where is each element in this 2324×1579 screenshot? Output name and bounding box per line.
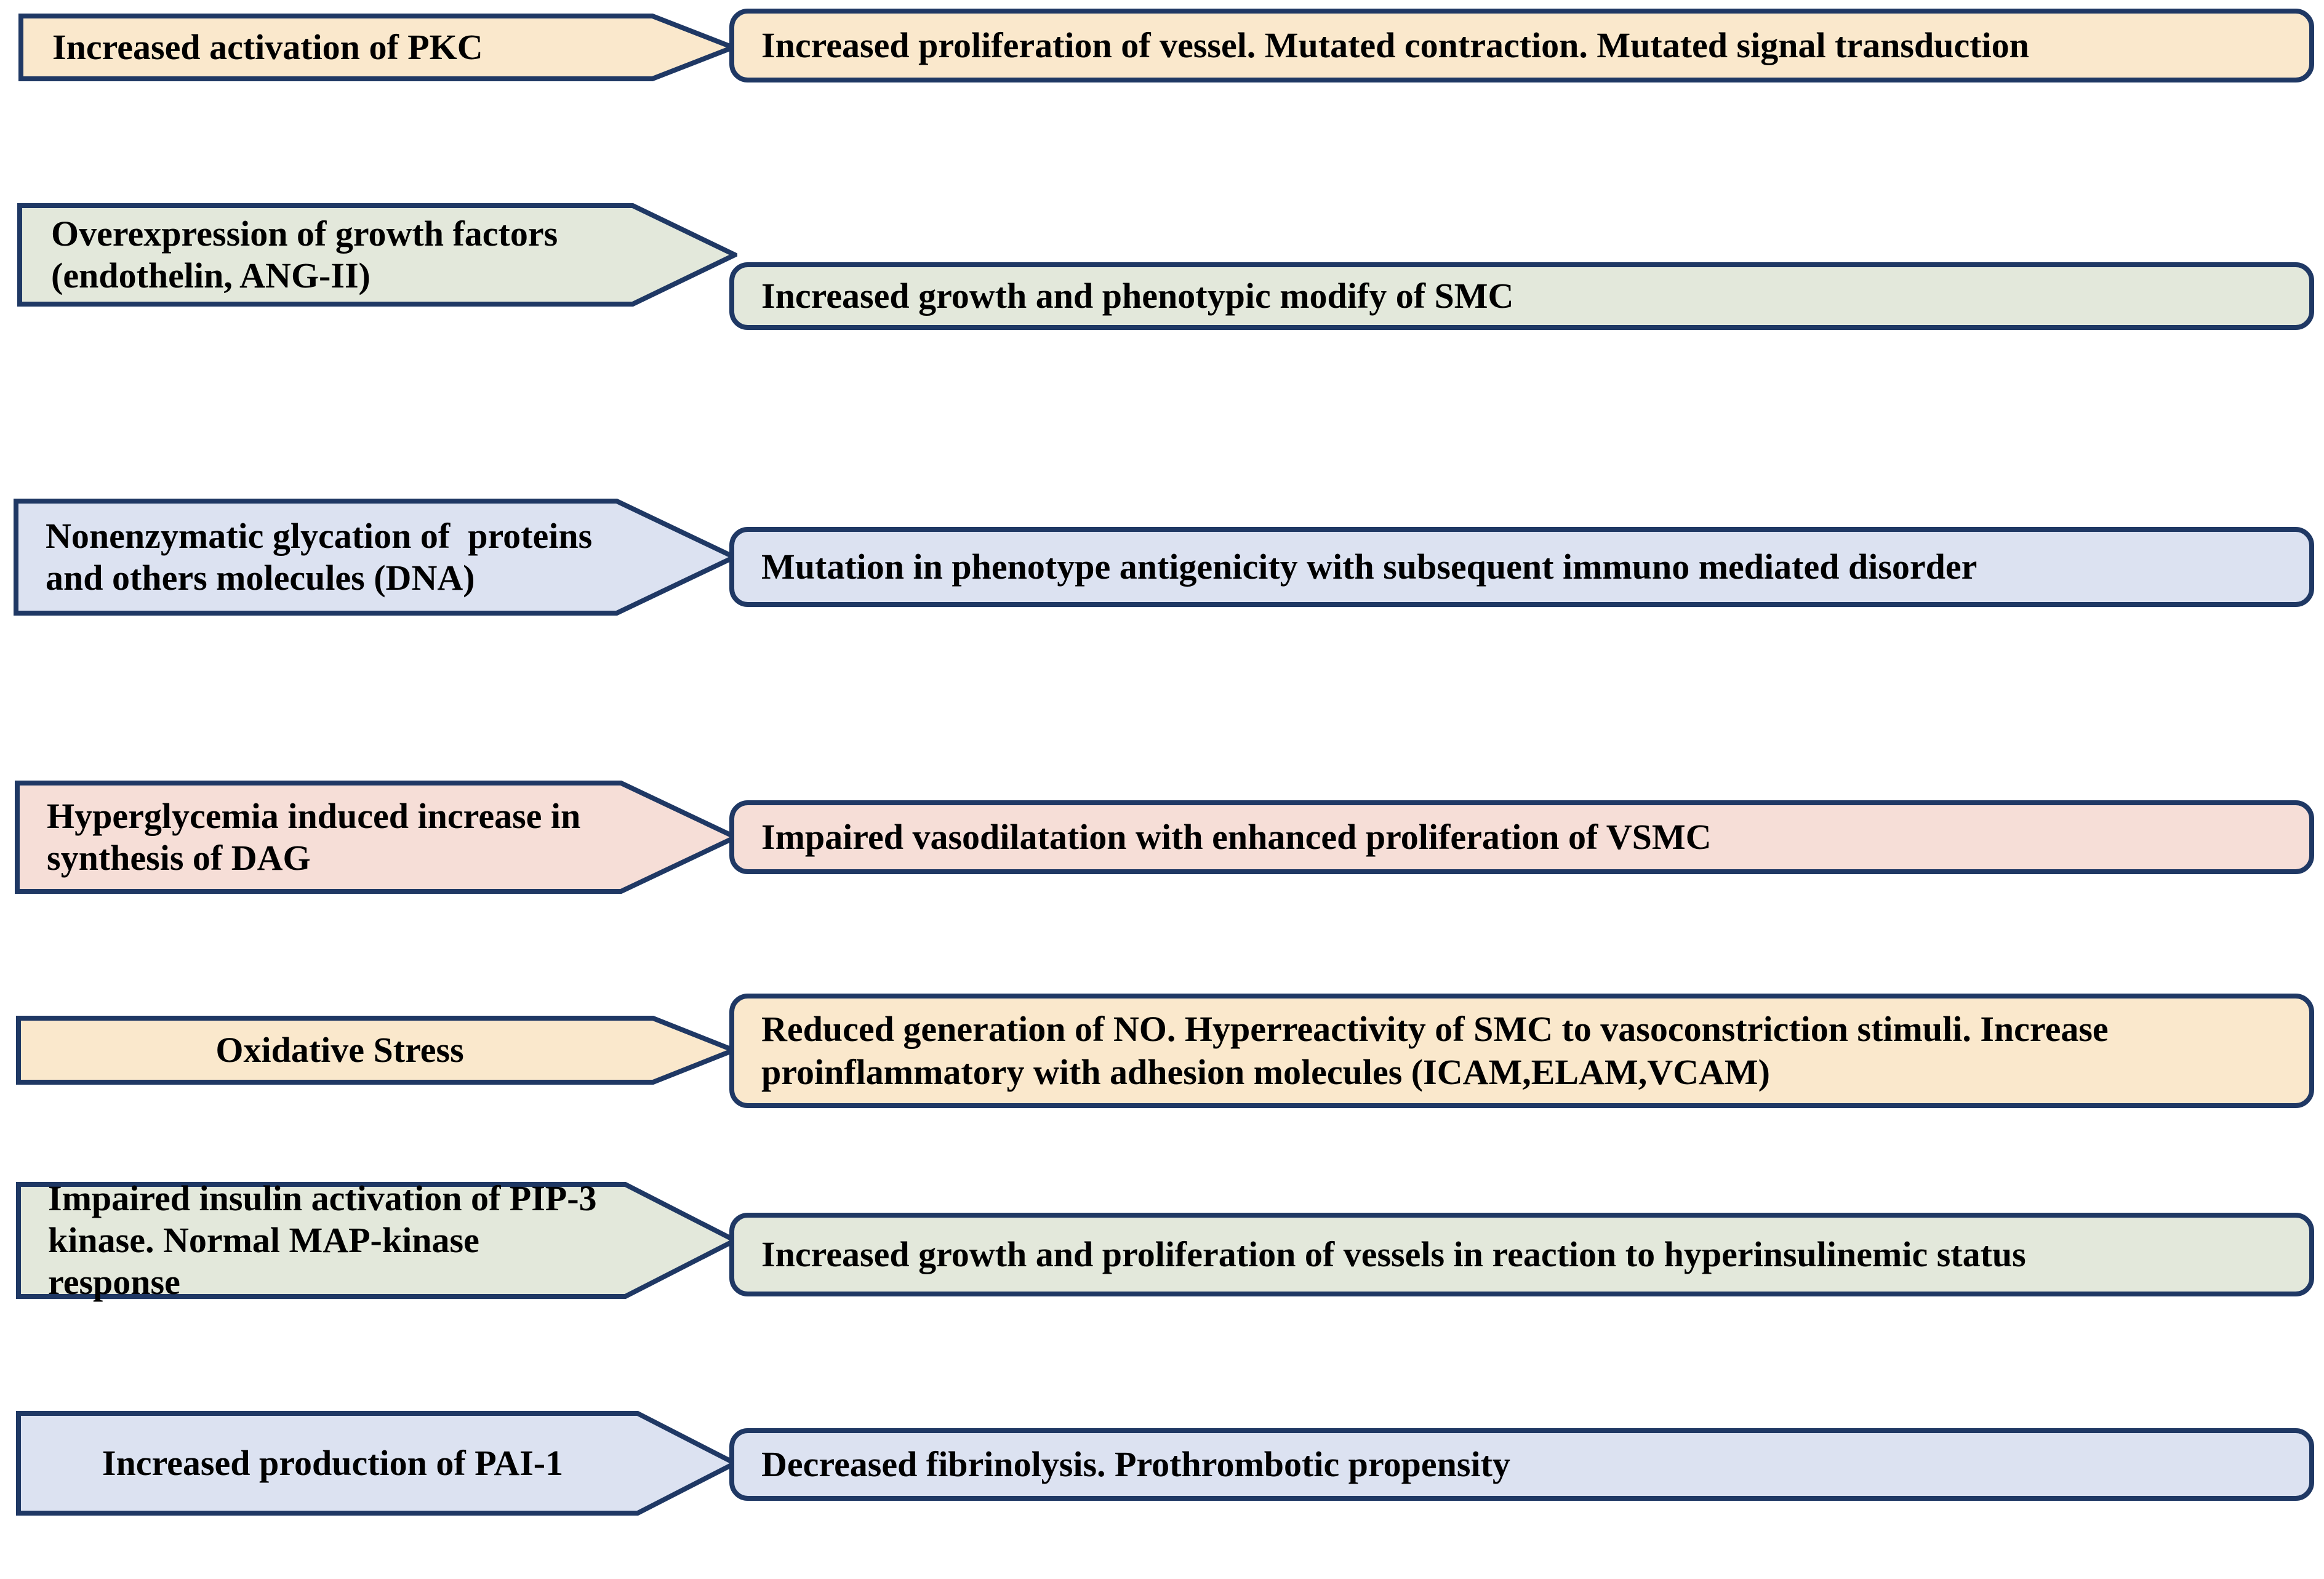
cause-text: Overexpression of growth factors (endoth… — [51, 214, 567, 295]
effect-box-glycation[interactable]: Mutation in phenotype antigenicity with … — [729, 527, 2314, 607]
chevron-shape-icon — [17, 203, 737, 307]
cause-text: Oxidative Stress — [215, 1030, 464, 1071]
effect-text: Reduced generation of NO. Hyperreactivit… — [761, 1009, 2118, 1092]
rounded-rect-shape-icon — [729, 9, 2314, 82]
rounded-rect-shape-icon — [729, 1428, 2314, 1501]
effect-box-growth-factors[interactable]: Increased growth and phenotypic modify o… — [729, 262, 2314, 330]
rounded-rect-shape-icon — [729, 800, 2314, 874]
effect-text: Decreased fibrinolysis. Prothrombotic pr… — [761, 1444, 1510, 1485]
effect-text: Impaired vasodilatation with enhanced pr… — [761, 817, 1712, 858]
cause-chevron-growth-factors[interactable]: Overexpression of growth factors (endoth… — [17, 203, 737, 307]
cause-text: Impaired insulin activation of PIP-3 kin… — [48, 1178, 606, 1302]
cause-text: Hyperglycemia induced increase in synthe… — [47, 796, 590, 878]
effect-text: Mutation in phenotype antigenicity with … — [761, 547, 1977, 587]
chevron-shape-icon — [16, 1182, 737, 1299]
cause-chevron-glycation[interactable]: Nonenzymatic glycation of proteins and o… — [14, 499, 737, 616]
cause-chevron-insulin-pip3[interactable]: Impaired insulin activation of PIP-3 kin… — [16, 1178, 737, 1302]
rounded-rect-shape-icon — [729, 1213, 2314, 1296]
effect-text: Increased growth and phenotypic modify o… — [761, 276, 1514, 316]
cause-chevron-oxidative-stress[interactable]: Oxidative Stress — [16, 1016, 736, 1085]
cause-chevron-pkc[interactable]: Increased activation of PKC — [18, 14, 735, 81]
cause-chevron-dag[interactable]: Hyperglycemia induced increase in synthe… — [15, 781, 738, 894]
effect-box-dag[interactable]: Impaired vasodilatation with enhanced pr… — [729, 800, 2314, 874]
chevron-shape-icon — [14, 499, 737, 616]
effect-box-insulin-pip3[interactable]: Increased growth and proliferation of ve… — [729, 1213, 2314, 1296]
chevron-shape-icon — [15, 781, 738, 894]
rounded-rect-shape-icon — [729, 262, 2314, 330]
effect-box-pai-1[interactable]: Decreased fibrinolysis. Prothrombotic pr… — [729, 1428, 2314, 1501]
effect-text: Increased growth and proliferation of ve… — [761, 1234, 2026, 1275]
chevron-shape-icon — [16, 1016, 736, 1085]
chevron-shape-icon — [16, 1411, 737, 1516]
cause-chevron-pai-1[interactable]: Increased production of PAI-1 — [16, 1411, 737, 1516]
cause-text: Increased activation of PKC — [52, 27, 483, 68]
cause-text: Increased production of PAI-1 — [102, 1443, 564, 1484]
effect-text: Increased proliferation of vessel. Mutat… — [761, 25, 2029, 66]
cause-text: Nonenzymatic glycation of proteins and o… — [46, 516, 601, 598]
effect-box-pkc[interactable]: Increased proliferation of vessel. Mutat… — [729, 9, 2314, 82]
effect-box-oxidative-stress[interactable]: Reduced generation of NO. Hyperreactivit… — [729, 994, 2314, 1108]
rounded-rect-shape-icon — [729, 994, 2314, 1108]
chevron-shape-icon — [18, 14, 735, 81]
rounded-rect-shape-icon — [729, 527, 2314, 607]
